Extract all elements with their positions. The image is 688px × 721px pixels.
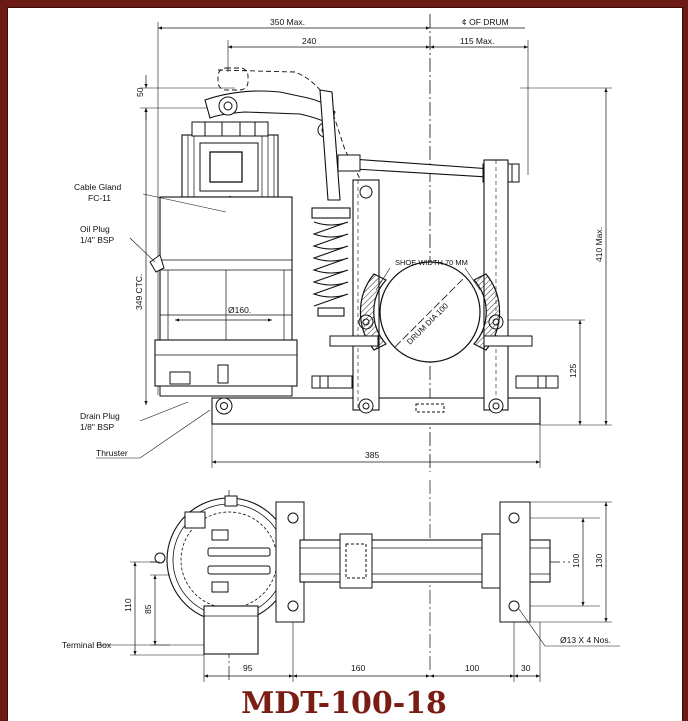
dim-plan-110-label: 110 [123, 598, 133, 612]
dim-385-label: 385 [365, 450, 379, 460]
cable-gland-code-label: FC-11 [88, 193, 111, 203]
right-brake-shoe [473, 273, 501, 351]
plan-view [96, 480, 620, 682]
shoe-width-label: SHOE WIDTH 70 MM [395, 258, 468, 267]
oil-plug-size-label: 1/4" BSP [80, 235, 115, 245]
drain-plug-size-label: 1/8" BSP [80, 422, 115, 432]
dim-plan-30-label: 30 [521, 663, 531, 673]
dim-349-label: 349 CTC. [134, 274, 144, 310]
base-plate-right [499, 501, 531, 623]
dim-plan-130-label: 130 [594, 554, 604, 568]
terminal-box-label: Terminal Box [62, 640, 112, 650]
dim-plan-160-label: 160 [351, 663, 365, 673]
dim-410-label: 410 Max. [594, 227, 604, 262]
dim-115-label: 115 Max. [460, 36, 494, 46]
front-view-text: 350 Max. ¢ OF DRUM 240 115 Max. 50 349 C… [74, 17, 604, 460]
dim-350-label: 350 Max. [270, 17, 305, 27]
dim-plan-100h-label: 100 [465, 663, 479, 673]
drain-plug-label: Drain Plug [80, 411, 120, 421]
dim-240-label: 240 [302, 36, 316, 46]
dim-plan-95-label: 95 [243, 663, 253, 673]
thruster-label: Thruster [96, 448, 128, 458]
cable-gland-label: Cable Gland [74, 182, 122, 192]
thruster-dia-label: Ø160. [228, 305, 251, 315]
brake-spring [311, 207, 351, 317]
drawing-sheet [7, 7, 683, 721]
dim-125-label: 125 [568, 364, 578, 378]
model-title: MDT-100-18 [241, 686, 447, 720]
dim-plan-85-label: 85 [143, 604, 153, 614]
front-view [96, 14, 612, 472]
terminal-box [203, 605, 259, 655]
dim-plan-100v-label: 100 [571, 554, 581, 568]
plan-view-text: Terminal Box Ø13 X 4 Nos. 110 85 100 130… [62, 554, 611, 673]
holes-label: Ø13 X 4 Nos. [560, 635, 611, 645]
oil-plug-label: Oil Plug [80, 224, 110, 234]
pull-rod [337, 157, 506, 179]
dim-50-label: 50 [135, 87, 145, 97]
left-brake-shoe [359, 273, 387, 351]
drum-center-label: ¢ OF DRUM [462, 17, 509, 27]
